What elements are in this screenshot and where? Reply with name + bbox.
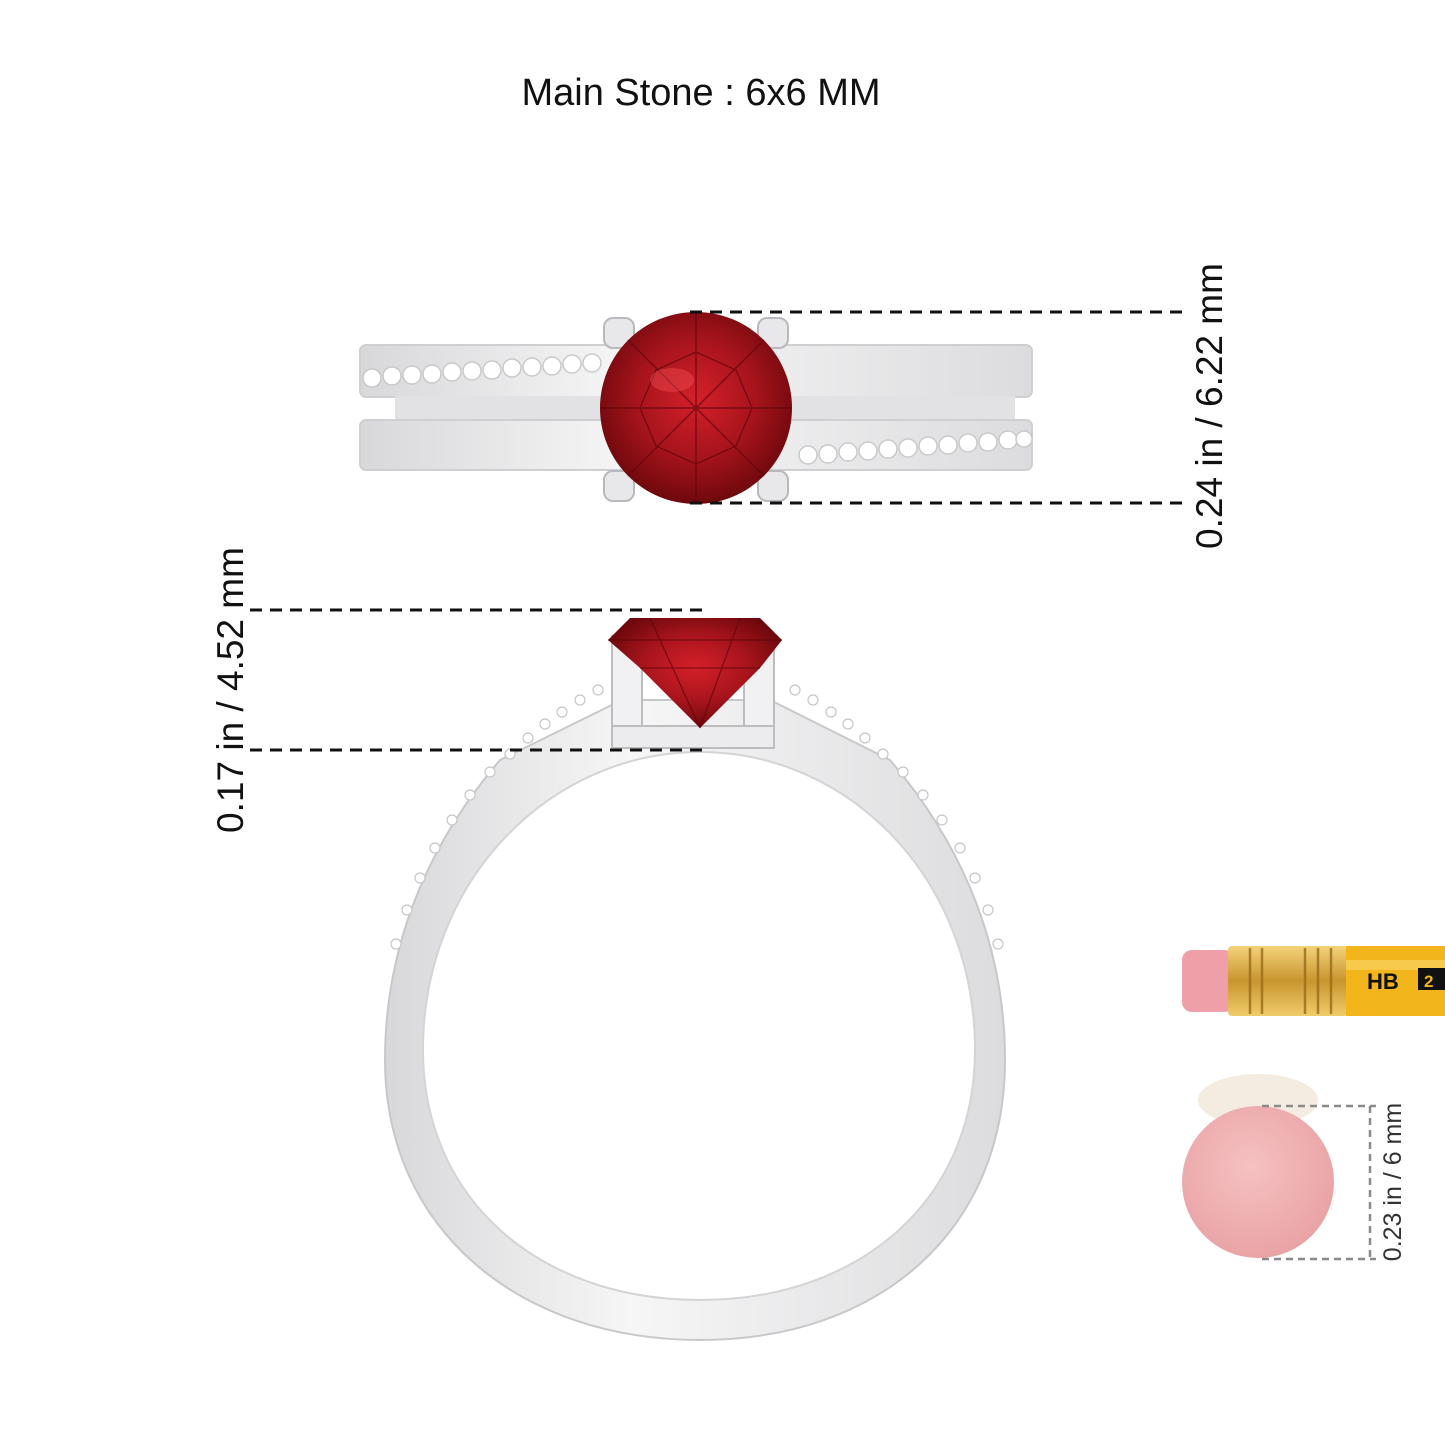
- ring-shank-inner: [421, 750, 977, 1302]
- pencil-icon: HB 2: [1182, 946, 1445, 1016]
- page-title: Main Stone : 6x6 MM: [521, 72, 881, 114]
- eraser-dimension-lines: [1262, 1104, 1376, 1261]
- pencil-eraser: [1182, 950, 1234, 1012]
- pencil-number-box: [1418, 968, 1445, 990]
- basket-rail: [611, 725, 775, 749]
- ring-top-view-icon: [359, 312, 1033, 504]
- pave-diamonds-right: [798, 430, 1033, 465]
- top-view-dimension-label: 0.24 in / 6.22 mm: [1189, 263, 1230, 549]
- side-pave-diamonds: [390, 684, 1004, 950]
- top-dimension-lines: [690, 310, 1188, 505]
- pave-diamonds-left: [362, 353, 602, 388]
- eraser-end: [1182, 1106, 1334, 1258]
- side-dimension-lines: [250, 608, 705, 752]
- eraser-dimension-label: 0.23 in / 6 mm: [1379, 1102, 1407, 1262]
- ring-side-view-icon: [383, 617, 1007, 1342]
- eraser-icon: [1182, 1074, 1334, 1258]
- pencil-grade-label: HB: [1367, 969, 1399, 994]
- ruby-stone-side: [608, 618, 782, 728]
- prongs-top: [603, 317, 789, 502]
- pencil-number-label: 2: [1424, 972, 1433, 991]
- ruby-facets: [600, 312, 792, 504]
- side-view-dimension-label: 0.17 in / 4.52 mm: [210, 547, 251, 833]
